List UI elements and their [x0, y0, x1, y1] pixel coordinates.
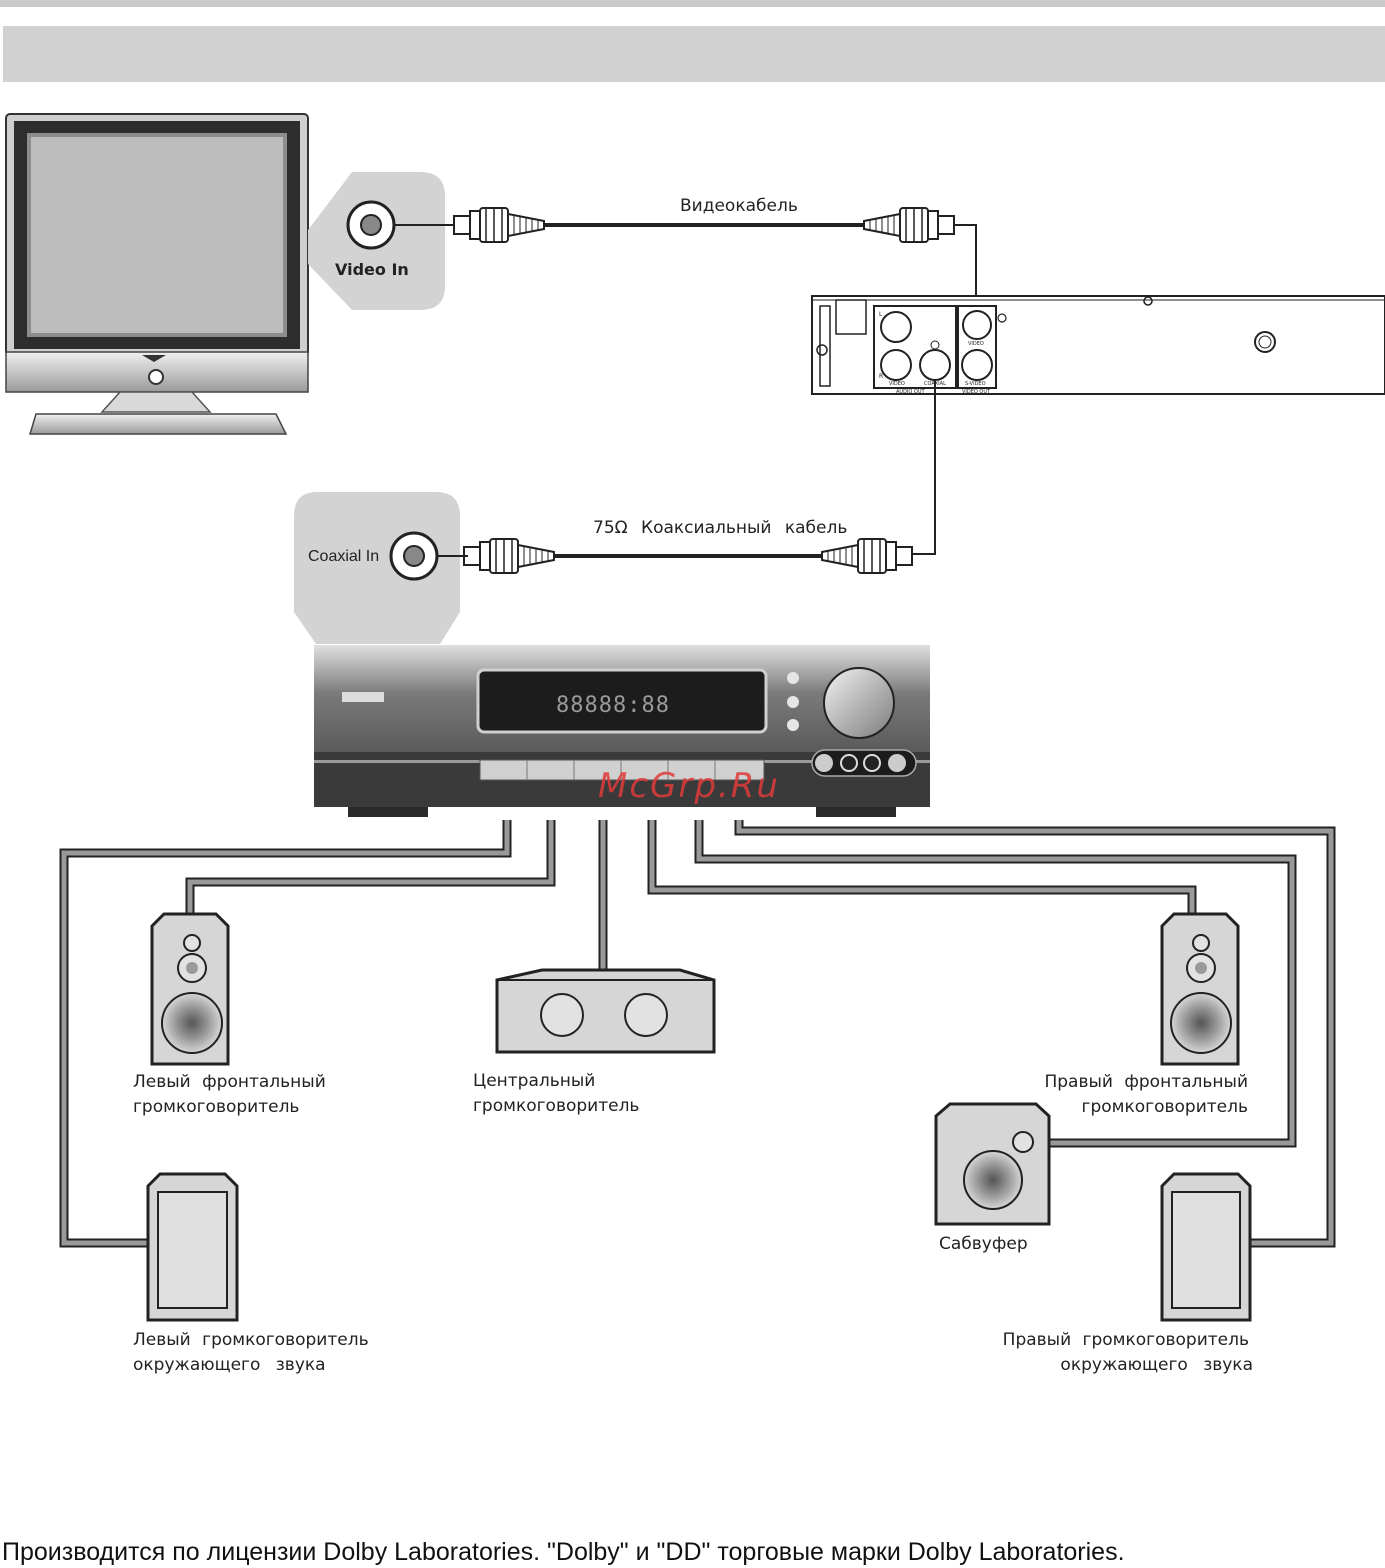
- center-label-line2: громкоговоритель: [473, 1096, 640, 1116]
- center-speaker: [495, 968, 716, 1054]
- tv: [5, 113, 309, 435]
- subwoofer: [934, 1102, 1051, 1226]
- front-left-label-line1: Левый фронтальный: [133, 1072, 326, 1092]
- top-rule: [0, 0, 1385, 7]
- front-right-label-line1: Правый фронтальный: [1044, 1072, 1248, 1092]
- coaxial-in-label: Coaxial In: [308, 548, 380, 565]
- video-cable-label: Видеокабель: [680, 196, 798, 216]
- header-bar: [3, 26, 1385, 82]
- surround-right-speaker: [1160, 1172, 1252, 1322]
- front-right-speaker: [1160, 912, 1240, 1066]
- dvd-player: L R VIDEO COAXIAL VIDEO S-VIDEO AUDIO OU…: [811, 295, 1385, 395]
- video-cable: [453, 207, 977, 310]
- center-label-line1: Центральный: [473, 1071, 596, 1091]
- footer-license-note: Производится по лицензии Dolby Laborator…: [2, 1538, 1125, 1566]
- surround-left-label-line1: Левый громкоговоритель: [133, 1330, 369, 1350]
- dvd-r-label: R: [879, 373, 883, 380]
- dvd-svideo-label: S-VIDEO: [965, 381, 986, 387]
- front-right-label-line2: громкоговоритель: [1081, 1097, 1248, 1117]
- coaxial-in-callout: [294, 492, 460, 644]
- coax-cable-label: 75Ω Коаксиальный кабель: [593, 518, 848, 538]
- watermark: McGrp.Ru: [598, 766, 780, 806]
- surround-right-label-line2: окружающего звука: [1060, 1355, 1253, 1375]
- dvd-audio-out-label: AUDIO OUT: [896, 389, 926, 395]
- dvd-video-label: VIDEO: [968, 341, 984, 347]
- receiver-display: 88888:88: [556, 693, 670, 718]
- dvd-video-out-label: VIDEO OUT: [962, 389, 991, 395]
- dvd-video-small-label: VIDEO: [889, 381, 905, 387]
- coaxial-cable: [463, 380, 936, 574]
- dvd-l-label: L: [879, 311, 883, 318]
- surround-left-label-line2: окружающего звука: [133, 1355, 326, 1375]
- front-left-label-line2: громкоговоритель: [133, 1097, 300, 1117]
- subwoofer-label: Сабвуфер: [939, 1234, 1028, 1254]
- surround-right-label-line1: Правый громкоговоритель: [1002, 1330, 1249, 1350]
- av-receiver: 88888:88: [314, 645, 930, 817]
- front-left-speaker: [150, 912, 230, 1066]
- video-in-label: Video In: [335, 260, 409, 279]
- surround-left-speaker: [146, 1172, 239, 1322]
